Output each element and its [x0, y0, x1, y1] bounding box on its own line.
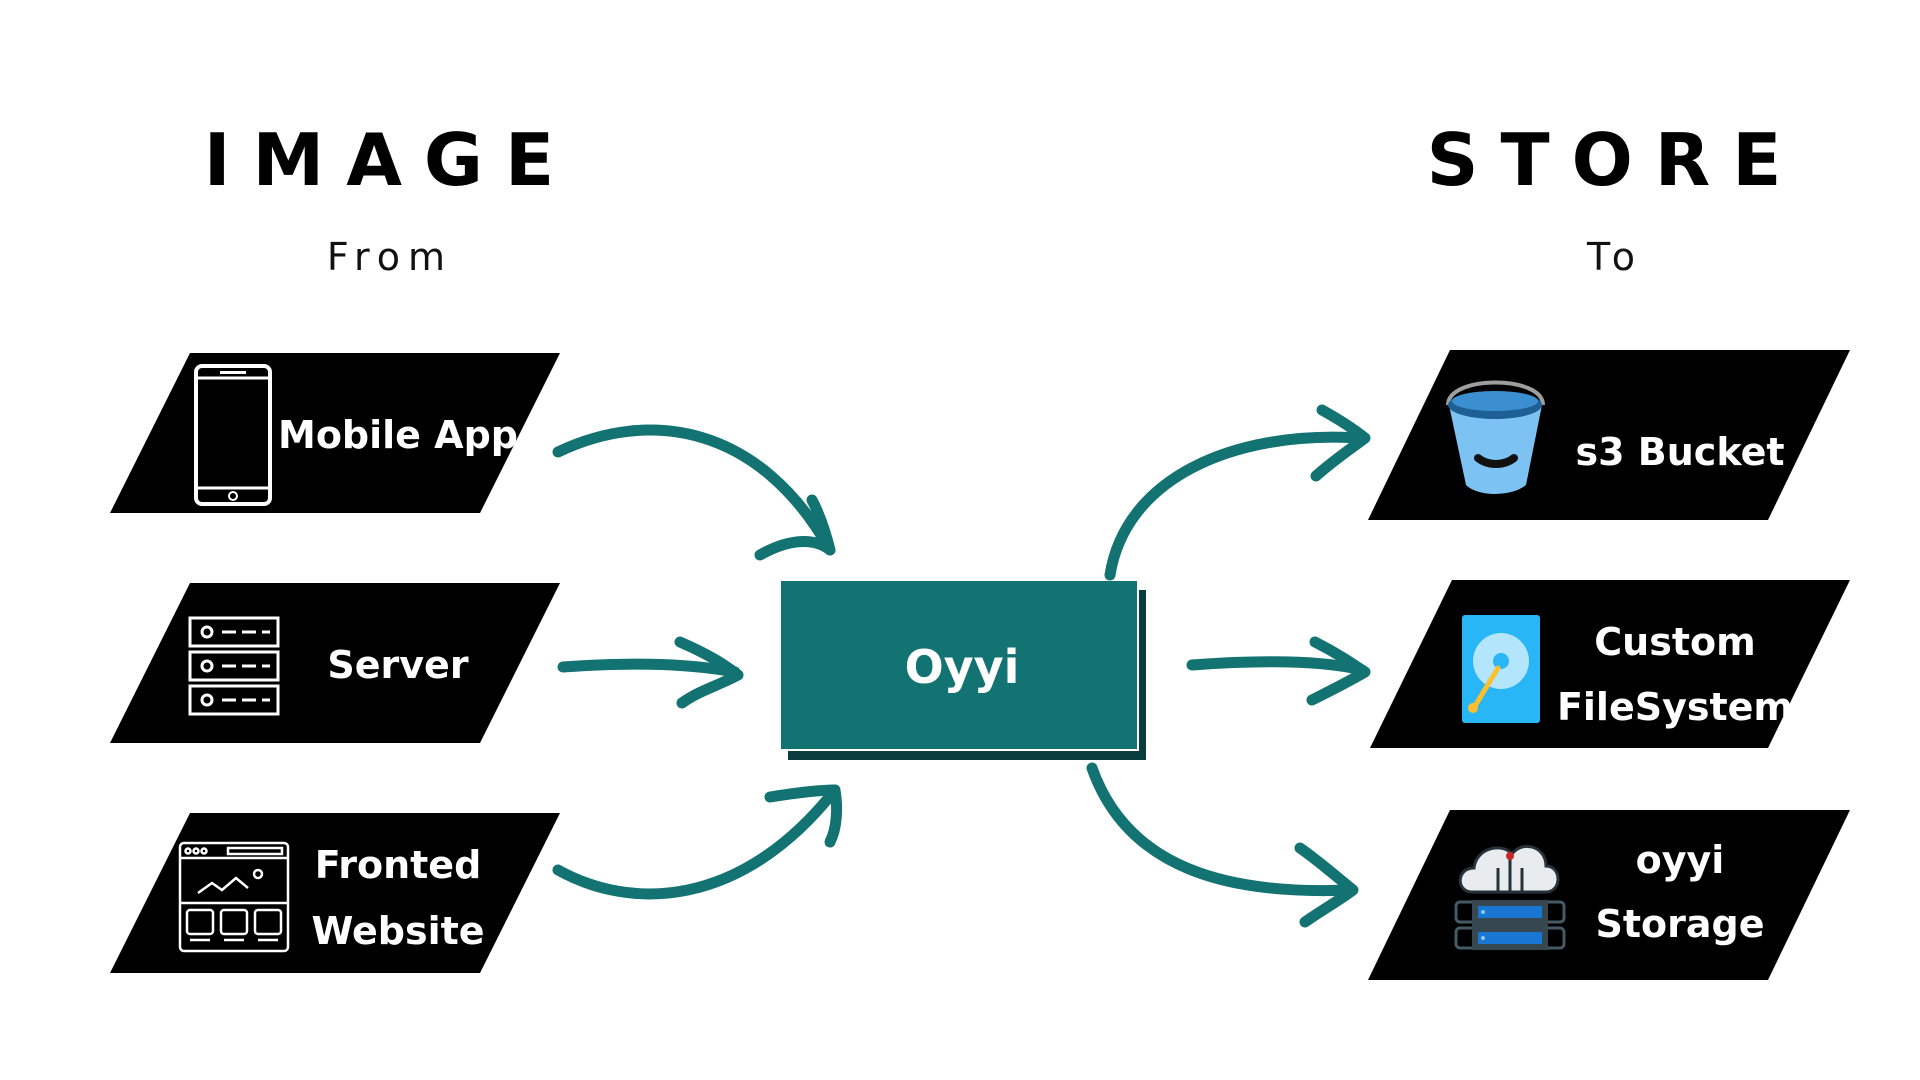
- target-card-oyyistorage: oyyi Storage: [1368, 810, 1850, 980]
- right-heading: STORE: [1426, 118, 1804, 202]
- center-node: Oyyi: [779, 579, 1146, 760]
- arrow-oyyi-to-customfs: [1186, 636, 1371, 706]
- target-label: oyyi: [1636, 838, 1725, 882]
- website-wireframe-icon: [178, 841, 290, 953]
- source-card-mobile: Mobile App: [110, 353, 560, 513]
- arrow-frontend-to-oyyi: [552, 784, 843, 900]
- bucket-icon: [1446, 380, 1545, 494]
- target-card-s3: s3 Bucket: [1368, 350, 1850, 520]
- hard-disk-icon: [1462, 615, 1540, 723]
- source-card-server: Server: [110, 583, 560, 743]
- right-subheading: To: [1586, 235, 1643, 279]
- cloud-storage-icon: [1454, 844, 1566, 950]
- server-rack-icon: [188, 616, 280, 716]
- center-label: Oyyi: [905, 640, 1020, 694]
- source-label: Website: [311, 909, 484, 953]
- arrow-server-to-oyyi: [557, 636, 744, 709]
- source-label: Mobile App: [278, 413, 518, 457]
- source-label: Server: [327, 643, 468, 687]
- target-label: Custom: [1594, 620, 1755, 664]
- target-label: FileSystem: [1557, 685, 1793, 729]
- mobile-phone-icon: [194, 364, 272, 506]
- target-label: Storage: [1596, 902, 1765, 946]
- left-heading: IMAGE: [203, 118, 577, 202]
- flow-arrows: [552, 404, 1371, 928]
- source-card-frontend: Fronted Website: [110, 813, 560, 973]
- arrow-oyyi-to-s3: [1104, 404, 1371, 581]
- target-label: s3 Bucket: [1575, 430, 1784, 474]
- arrow-oyyi-to-oyyistorage: [1086, 762, 1359, 928]
- left-subheading: From: [326, 235, 454, 279]
- target-card-customfs: Custom FileSystem: [1370, 580, 1850, 748]
- arrow-mobile-to-oyyi: [552, 424, 836, 561]
- source-label: Fronted: [315, 843, 482, 887]
